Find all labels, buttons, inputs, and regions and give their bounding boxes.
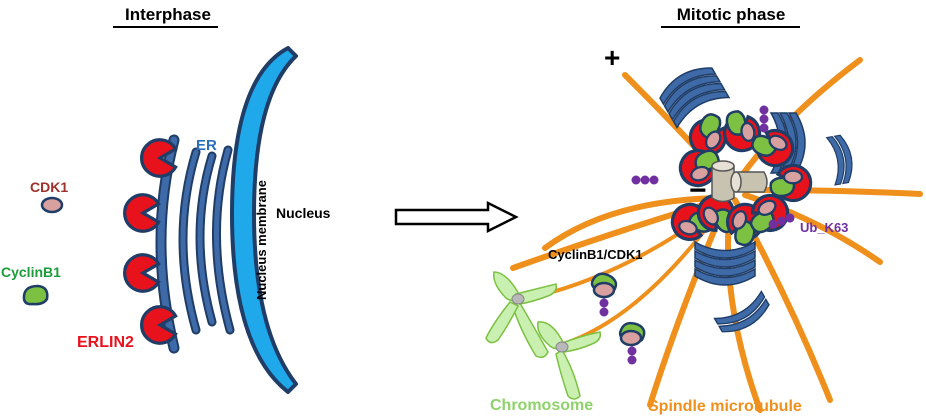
nucleus-membrane-label: Nucleus membrane bbox=[254, 180, 269, 300]
cdk1-label: CDK1 bbox=[30, 179, 68, 195]
nucleus-membrane-icon bbox=[230, 46, 298, 394]
erlin2-label: ERLIN2 bbox=[77, 334, 134, 351]
chromosome-icon bbox=[485, 271, 602, 400]
microtubule-icon bbox=[510, 57, 923, 413]
interphase-heading: Interphase bbox=[125, 5, 211, 24]
cyclinb1-icon bbox=[22, 284, 49, 306]
erlin2-icon bbox=[123, 138, 178, 345]
nucleus-label: Nucleus bbox=[276, 205, 331, 221]
cyclinb1-label: CyclinB1 bbox=[1, 264, 61, 280]
spindle-label: Spindle microtubule bbox=[648, 398, 802, 415]
ub-label: Ub_K63 bbox=[800, 220, 848, 235]
mitotic-heading: Mitotic phase bbox=[677, 5, 786, 24]
cyclin-cdk-label: CyclinB1/CDK1 bbox=[548, 247, 643, 262]
plus-end-label: + bbox=[604, 42, 620, 73]
arrow-right-icon bbox=[394, 200, 519, 234]
minus-end-label: − bbox=[689, 174, 707, 207]
cdk1-icon bbox=[40, 196, 64, 214]
chromosome-label: Chromosome bbox=[490, 397, 593, 414]
er-label: ER bbox=[196, 137, 217, 154]
centriole-icon bbox=[711, 160, 768, 203]
